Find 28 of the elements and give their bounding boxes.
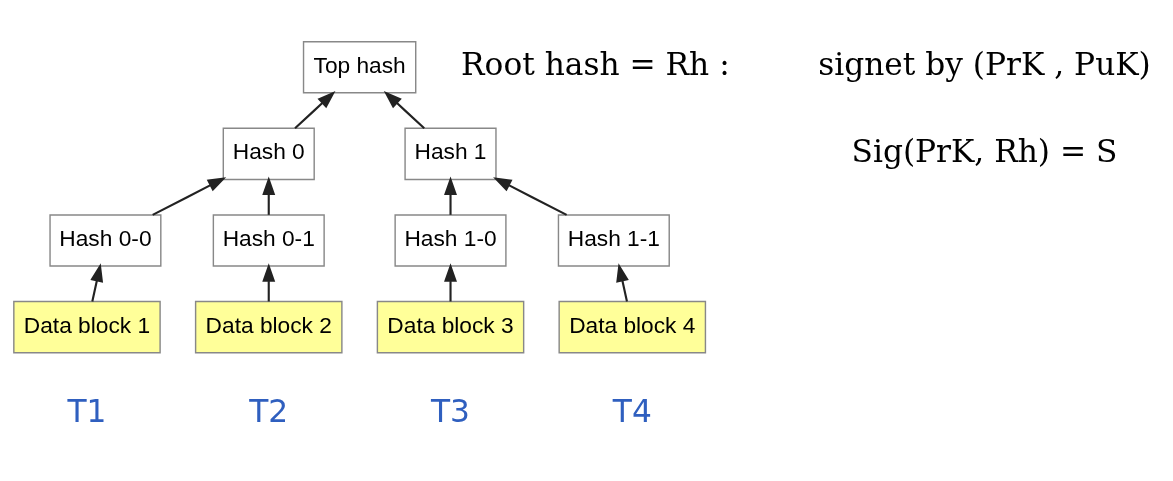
arrow [444,263,457,302]
arrow [90,263,104,302]
arrow [262,263,276,302]
node-label: T4 [612,392,652,429]
node-box: Hash 1-0 [394,214,507,267]
node-box: Hash 0 [222,127,315,181]
arrow [444,176,457,215]
node-box: Data block 1 [13,300,161,354]
node-box: Data block 2 [194,300,343,354]
node-box: Top hash [302,40,417,94]
arrow [493,177,568,216]
node-box: Hash 1-1 [557,214,670,267]
arrow [262,176,276,215]
node-box: Data block 3 [376,300,525,354]
node-box: Data block 4 [558,300,707,354]
label: Sig(PrK, Rh) = S [851,132,1118,169]
arrow [152,177,227,216]
arrow [294,90,336,129]
label: Root hash = Rh : [461,46,730,83]
node-label: T2 [249,392,289,429]
node-box: Hash 1 [404,127,497,181]
node-box: Hash 0-0 [49,214,162,267]
label: signet by (PrK , PuK) [818,46,1151,83]
node-box: Hash 0-1 [212,214,325,267]
node-label: T1 [67,392,107,429]
node-label: T3 [431,392,470,429]
arrow [383,90,425,129]
arrow [616,263,629,302]
